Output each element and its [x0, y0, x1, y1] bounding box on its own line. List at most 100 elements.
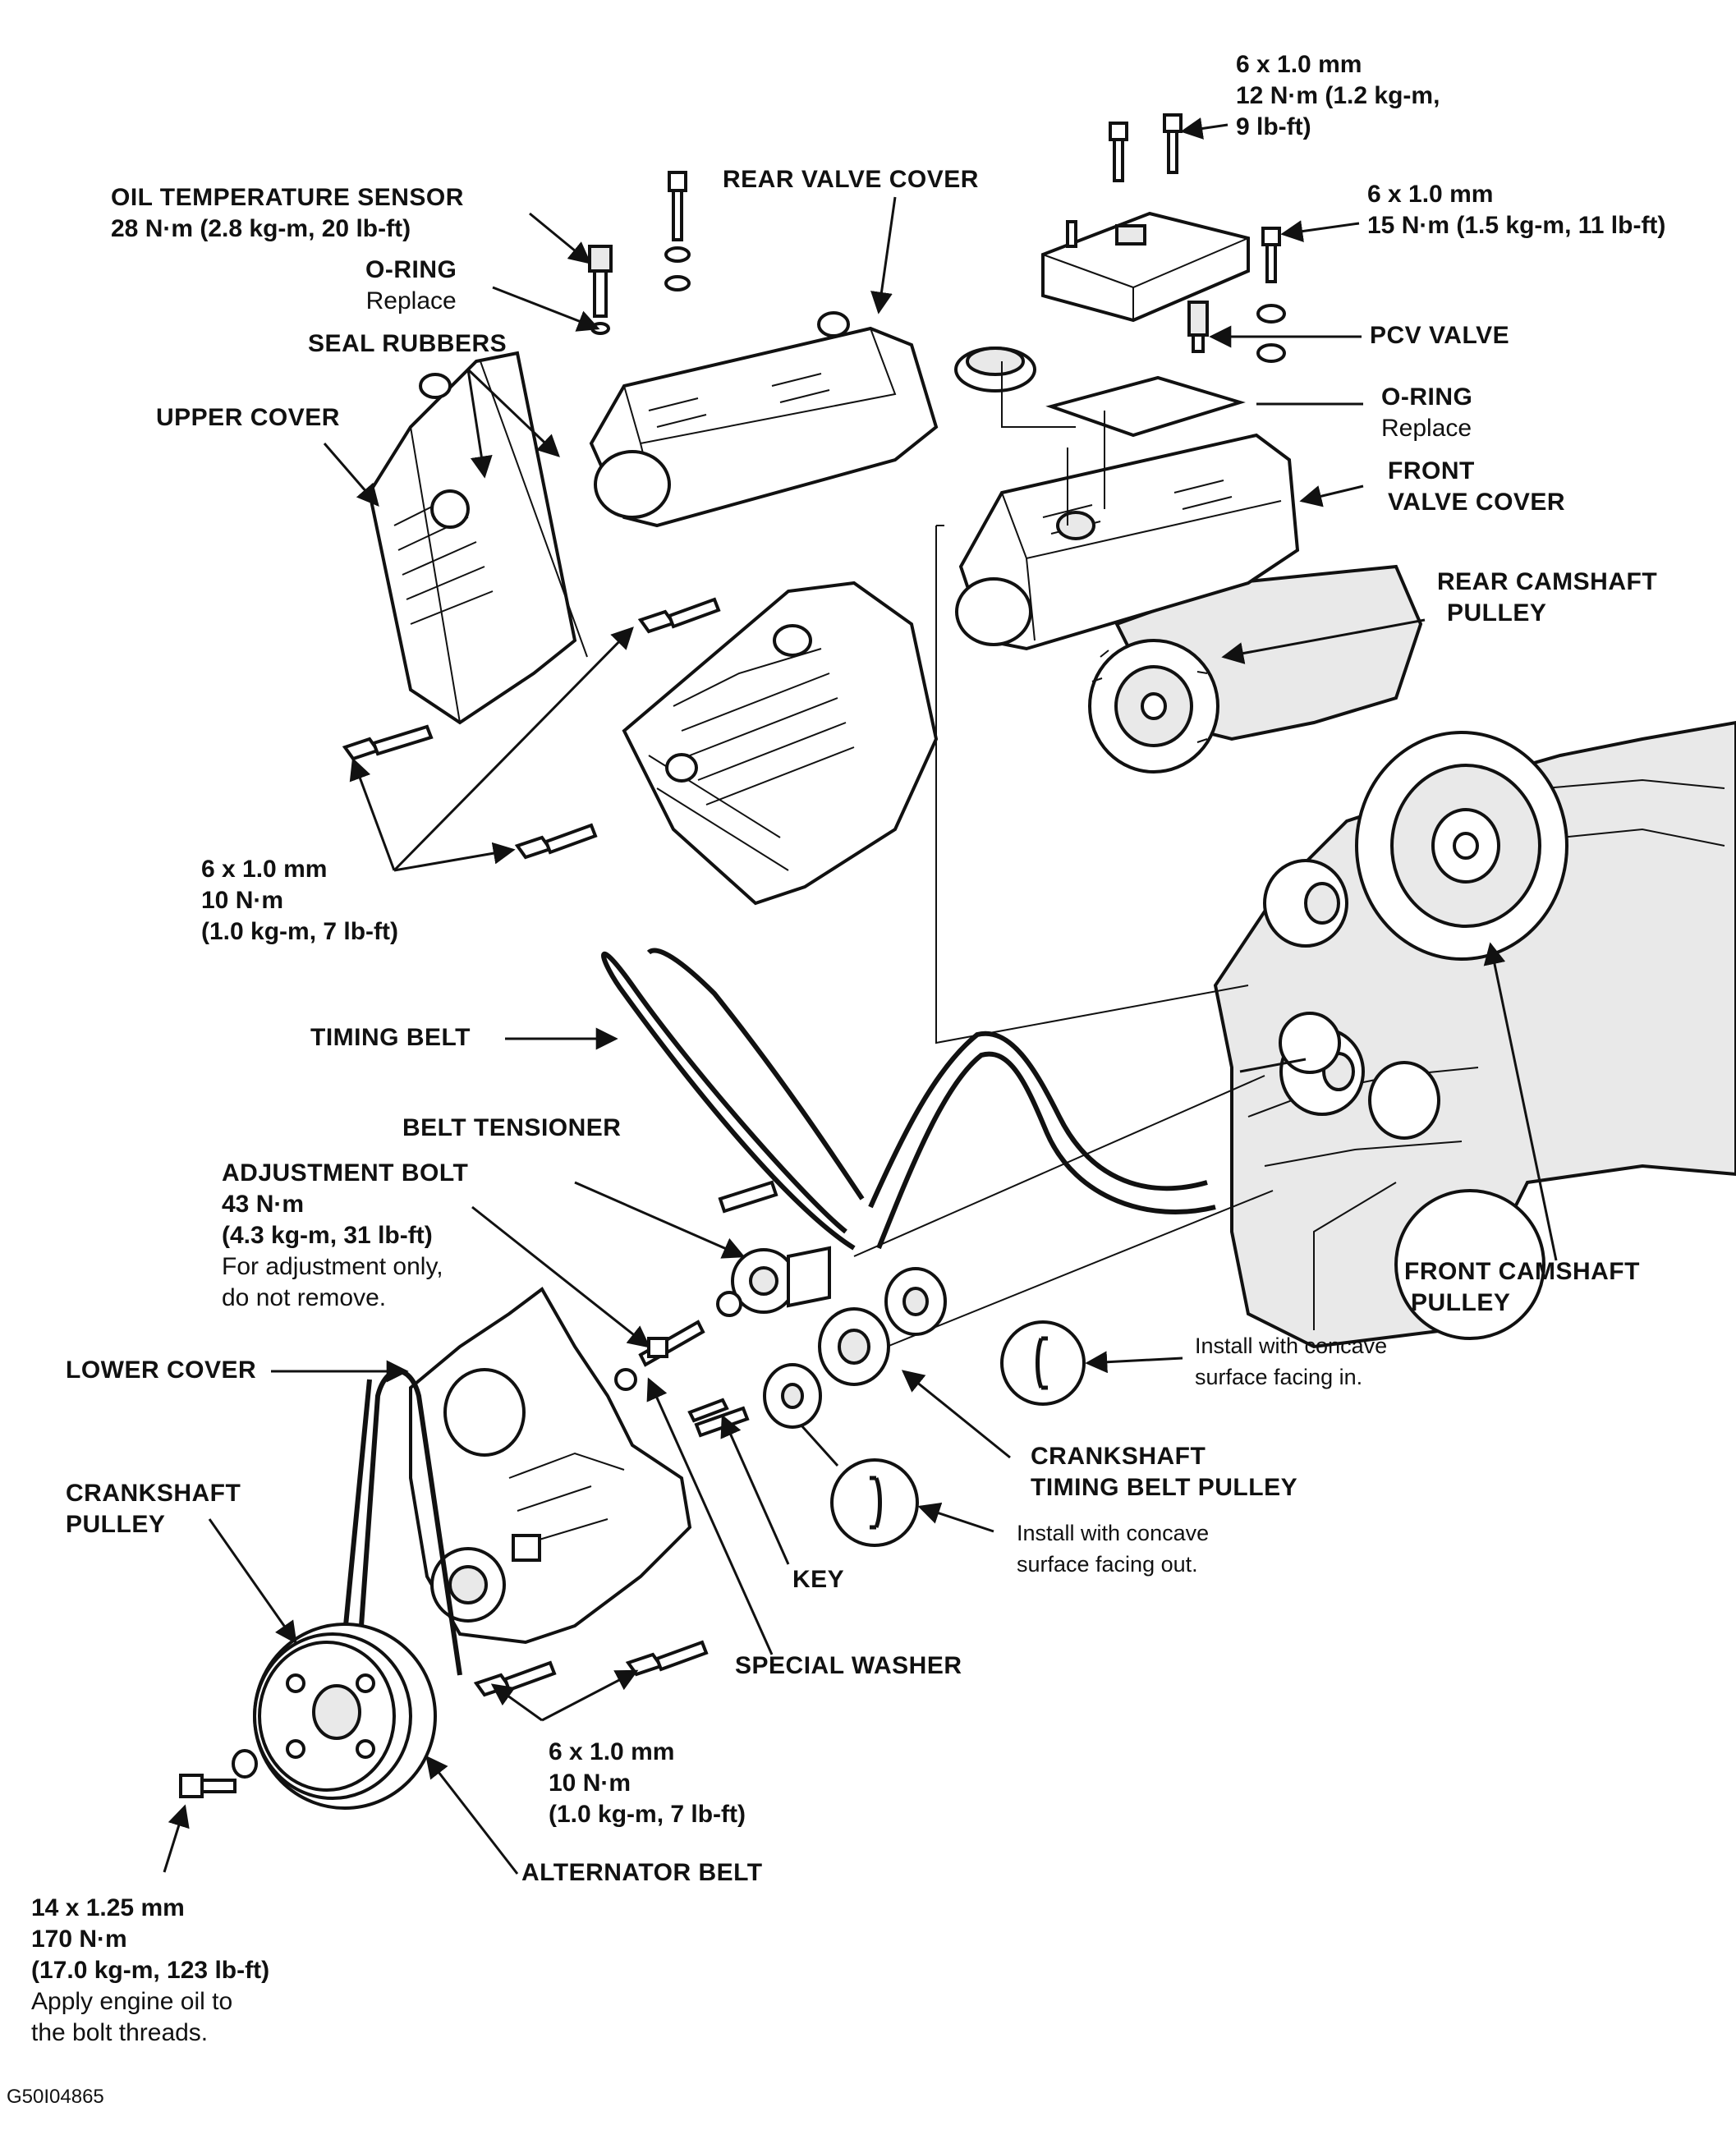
oring-right-note: Replace	[1381, 415, 1472, 442]
concave-out-line1: Install with concave	[1017, 1521, 1210, 1545]
seal-rubbers-title: SEAL RUBBERS	[308, 330, 507, 357]
middle-cover	[622, 581, 939, 906]
idler-pulley	[1239, 859, 1440, 1140]
oring-top-note: Replace	[365, 287, 457, 314]
crankshaft-pulley-line2: PULLEY	[66, 1511, 166, 1538]
crankshaft-timing-pulley-line2: TIMING BELT PULLEY	[1031, 1474, 1298, 1501]
belt-tensioner-title: BELT TENSIONER	[402, 1114, 622, 1141]
bolt-10nm-lower-spec2: (1.0 kg-m, 7 lb-ft)	[549, 1801, 746, 1828]
bolt-10nm-upper-label: 6 x 1.0 mm 10 N·m (1.0 kg-m, 7 lb-ft)	[201, 854, 398, 948]
rear-camshaft-pulley	[1088, 639, 1219, 774]
bolt-10nm-upper-spec1: 10 N·m	[201, 887, 284, 914]
crankshaft-timing-pulley	[763, 1267, 947, 1429]
crankshaft-pulley	[179, 1369, 462, 1810]
key	[687, 1398, 729, 1423]
oring-right-title: O-RING	[1381, 383, 1473, 411]
concave-out-note: Install with concave surface facing out.	[1017, 1517, 1209, 1580]
crankshaft-timing-pulley-line1: CRANKSHAFT	[1031, 1443, 1206, 1470]
upper-bolts	[342, 597, 721, 860]
upper-cover-label: UPPER COVER	[156, 402, 340, 434]
crank-bolt-label: 14 x 1.25 mm 170 N·m (17.0 kg-m, 123 lb-…	[31, 1893, 269, 2049]
front-valve-cover-line2: VALVE COVER	[1388, 489, 1566, 516]
front-valve-cover	[955, 433, 1300, 651]
timing-belt-label: TIMING BELT	[310, 1022, 471, 1054]
oring-top-label: O-RING Replace	[365, 255, 457, 317]
crank-bolt-note2: the bolt threads.	[31, 2019, 209, 2046]
concave-in-note: Install with concave surface facing in.	[1195, 1330, 1387, 1393]
rear-valve-cover-title: REAR VALVE COVER	[723, 166, 979, 193]
concave-in-line2: surface facing in.	[1195, 1365, 1363, 1389]
pcv-valve	[1187, 301, 1209, 353]
concave-in-line1: Install with concave	[1195, 1334, 1388, 1358]
lower-bolts	[473, 1640, 709, 1697]
oil-temp-sensor-spec: 28 N·m (2.8 kg-m, 20 lb-ft)	[111, 215, 411, 242]
crank-bolt-note1: Apply engine oil to	[31, 1988, 233, 2015]
front-camshaft-pulley-line1: FRONT CAMSHAFT	[1404, 1258, 1640, 1285]
rear-camshaft-pulley-label: REAR CAMSHAFT PULLEY	[1437, 567, 1657, 629]
bolt-12nm-size: 6 x 1.0 mm	[1236, 51, 1362, 78]
key-label: KEY	[792, 1564, 844, 1595]
bolt-15nm-size: 6 x 1.0 mm	[1367, 181, 1494, 208]
rear-camshaft-pulley-line2: PULLEY	[1447, 599, 1547, 627]
bolt-10nm-upper-size: 6 x 1.0 mm	[201, 856, 328, 883]
lower-cover-title: LOWER COVER	[66, 1356, 257, 1384]
front-camshaft-pulley-line2: PULLEY	[1411, 1289, 1511, 1316]
bolt-15nm-label: 6 x 1.0 mm 15 N·m (1.5 kg-m, 11 lb-ft)	[1367, 179, 1665, 241]
bolt-15nm-spec: 15 N·m (1.5 kg-m, 11 lb-ft)	[1367, 212, 1666, 239]
oil-temp-sensor-label: OIL TEMPERATURE SENSOR 28 N·m (2.8 kg-m,…	[111, 182, 464, 245]
crankshaft-pulley-label: CRANKSHAFT PULLEY	[66, 1478, 241, 1540]
figure-code: G50I04865	[7, 2086, 104, 2108]
rear-camshaft-pulley-line1: REAR CAMSHAFT	[1437, 568, 1658, 595]
adjustment-bolt-spec2: (4.3 kg-m, 31 lb-ft)	[222, 1222, 433, 1249]
adjustment-bolt-parts	[614, 1291, 750, 1438]
concave-out-line2: surface facing out.	[1017, 1552, 1198, 1577]
oring-top-title: O-RING	[365, 256, 457, 283]
front-valve-cover-label: FRONT VALVE COVER	[1388, 456, 1565, 518]
crank-bolt-size: 14 x 1.25 mm	[31, 1894, 185, 1921]
bolt-10nm-lower-size: 6 x 1.0 mm	[549, 1738, 675, 1765]
adjustment-bolt-note2: do not remove.	[222, 1284, 387, 1311]
timing-belt-title: TIMING BELT	[310, 1024, 471, 1051]
timing-belt-shape	[601, 948, 1216, 1251]
pcv-valve-title: PCV VALVE	[1370, 322, 1510, 349]
seal-rubbers-label: SEAL RUBBERS	[308, 328, 507, 360]
bolt-10nm-lower-spec1: 10 N·m	[549, 1770, 631, 1797]
oring-right-label: O-RING Replace	[1381, 382, 1472, 444]
washer-detail-circles	[830, 1320, 1086, 1547]
bolt-10nm-lower-label: 6 x 1.0 mm 10 N·m (1.0 kg-m, 7 lb-ft)	[549, 1737, 746, 1830]
belt-tensioner	[718, 1180, 831, 1314]
crankshaft-timing-pulley-label: CRANKSHAFT TIMING BELT PULLEY	[1031, 1441, 1297, 1503]
oil-temp-sensor	[588, 245, 613, 335]
upper-cover	[367, 351, 588, 725]
bolt-10nm-upper-spec2: (1.0 kg-m, 7 lb-ft)	[201, 918, 399, 945]
adjustment-bolt-label: ADJUSTMENT BOLT 43 N·m (4.3 kg-m, 31 lb-…	[222, 1158, 468, 1314]
front-camshaft-pulley	[1355, 731, 1568, 961]
special-washer-label: SPECIAL WASHER	[735, 1650, 962, 1682]
rear-cover-bolt	[664, 171, 691, 291]
adjustment-bolt-spec1: 43 N·m	[222, 1191, 305, 1218]
lower-cover-label: LOWER COVER	[66, 1355, 256, 1386]
key-title: KEY	[792, 1566, 845, 1593]
bolt-12nm-spec1: 12 N·m (1.2 kg-m,	[1236, 82, 1440, 109]
guide-lines	[853, 361, 1274, 1347]
bolt-12nm-label: 6 x 1.0 mm 12 N·m (1.2 kg-m, 9 lb-ft)	[1236, 49, 1440, 143]
crankshaft-pulley-line1: CRANKSHAFT	[66, 1480, 241, 1507]
front-camshaft-pulley-label: FRONT CAMSHAFT PULLEY	[1404, 1256, 1640, 1319]
adjustment-bolt-note1: For adjustment only,	[222, 1253, 443, 1280]
bolt-12nm-spec2: 9 lb-ft)	[1236, 113, 1311, 140]
oil-temp-sensor-title: OIL TEMPERATURE SENSOR	[111, 184, 464, 211]
alternator-belt-label: ALTERNATOR BELT	[521, 1857, 763, 1889]
belt-tensioner-label: BELT TENSIONER	[402, 1113, 621, 1144]
leader-lines	[163, 117, 1558, 1875]
breather-cover	[1041, 211, 1250, 438]
rear-valve-cover	[589, 311, 939, 528]
rear-valve-cover-label: REAR VALVE COVER	[723, 164, 979, 195]
upper-cover-title: UPPER COVER	[156, 404, 340, 431]
special-washer-title: SPECIAL WASHER	[735, 1652, 962, 1679]
adjustment-bolt-title: ADJUSTMENT BOLT	[222, 1159, 469, 1187]
alternator-belt-title: ALTERNATOR BELT	[521, 1859, 763, 1886]
crank-bolt-spec2: (17.0 kg-m, 123 lb-ft)	[31, 1957, 270, 1984]
pcv-valve-label: PCV VALVE	[1370, 320, 1509, 351]
oil-filler-cap	[954, 347, 1036, 392]
